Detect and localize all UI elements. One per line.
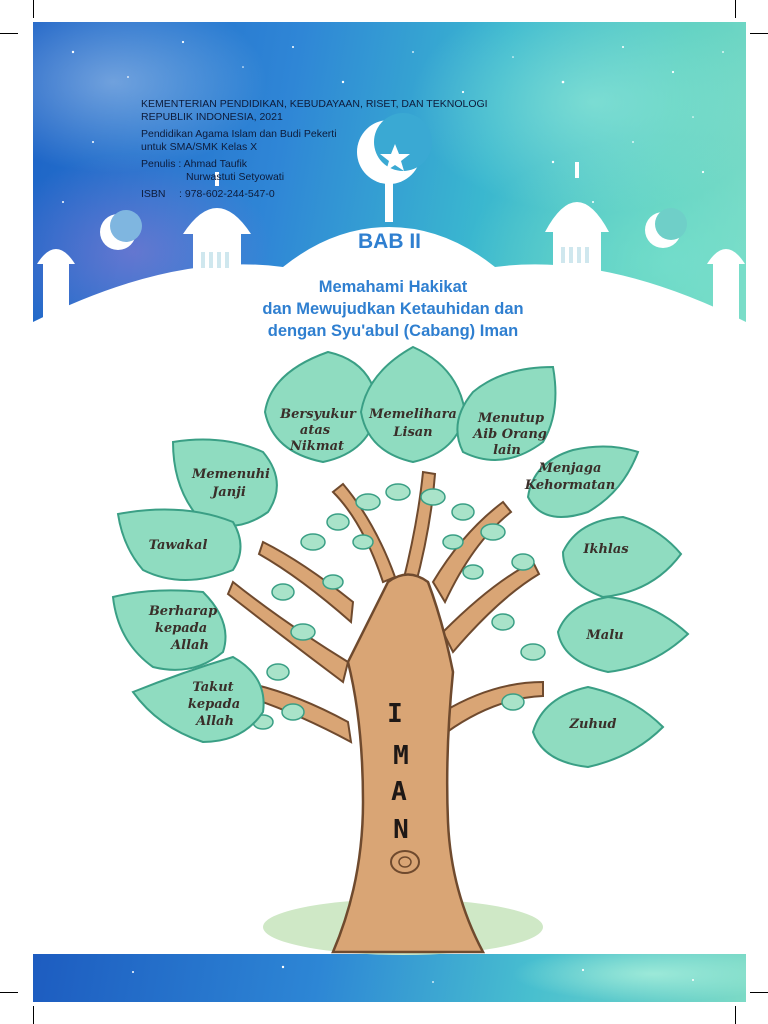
cover-illustration: I M A N Bersyukur atas [33, 40, 746, 983]
leaf-label: Bersyukur [279, 407, 357, 422]
chapter-title-line: dan Mewujudkan Ketauhidan dan [262, 300, 524, 318]
co-author-line: Nurwastuti Setyowati [186, 170, 285, 183]
publication-info: KEMENTERIAN PENDIDIKAN, KEBUDAYAAN, RISE… [141, 98, 521, 201]
leaf-ikhlas [561, 515, 683, 599]
leaf-zuhud [531, 685, 665, 769]
leaf-label: Allah [169, 638, 209, 653]
leaf-label: Kehormatan [524, 478, 615, 493]
crop-mark-right-top [750, 33, 768, 34]
crop-mark-top-left [33, 0, 34, 18]
leaf-label: Aib Orang [471, 427, 547, 442]
trunk-letter: N [393, 815, 409, 845]
leaf-labels: Bersyukur atas Nikmat Memelihara Lisan M… [148, 407, 629, 732]
isbn-value: : 978-602-244-547-0 [179, 188, 275, 200]
leaf-berharap [111, 589, 227, 671]
leaf-label: Zuhud [569, 717, 617, 732]
leaf-menjaga [526, 445, 640, 518]
small-crescent-right-icon [645, 208, 687, 248]
crop-mark-right-bottom [750, 992, 768, 993]
chapter-title-line: dengan Syu'abul (Cabang) Iman [267, 322, 519, 340]
chapter-title: Memahami Hakikat dan Mewujudkan Ketauhid… [133, 276, 653, 342]
subject-line: Pendidikan Agama Islam dan Budi Pekerti [141, 128, 337, 140]
leaf-label: Allah [194, 714, 234, 729]
crop-mark-left-top [0, 33, 18, 34]
big-leaves [111, 345, 690, 769]
leaf-takut [131, 655, 265, 744]
mosque-window-details [201, 247, 589, 268]
grade-line: untuk SMA/SMK Kelas X [141, 140, 258, 153]
stars [62, 40, 724, 983]
leaf-label: Menjaga [538, 461, 602, 476]
leaf-label: Nikmat [289, 439, 344, 454]
tree-illustration: I M A N Bersyukur atas [111, 345, 690, 955]
leaf-label: atas [300, 423, 331, 438]
crop-mark-left-bottom [0, 992, 18, 993]
crop-mark-top-right [735, 0, 736, 18]
tree-trunk [331, 573, 486, 954]
chapter-title-line: Memahami Hakikat [318, 278, 468, 296]
crescent-moon-star-icon [357, 113, 432, 184]
tree-knot [390, 850, 420, 874]
ministry-line: KEMENTERIAN PENDIDIKAN, KEBUDAYAAN, RISE… [141, 98, 488, 110]
leaf-label: Memelihara [368, 407, 457, 422]
leaf-label: lain [493, 443, 521, 458]
mosque-silhouette [33, 162, 746, 362]
leaf-label: kepada [188, 697, 240, 712]
small-crescent-left-icon [100, 210, 142, 250]
crop-mark-bottom-right [735, 1006, 736, 1024]
isbn-label: ISBN [141, 188, 166, 200]
leaf-menutup [456, 365, 557, 461]
trunk-letter: I [387, 699, 403, 729]
chapter-label: BAB II [358, 230, 421, 253]
leaf-label: Janji [209, 485, 246, 500]
leaf-label: Berharap [148, 604, 217, 619]
sky-footer-band [33, 954, 746, 1002]
book-cover-page: I M A N Bersyukur atas [33, 22, 746, 1002]
leaf-label: Takut [192, 680, 233, 695]
trunk-letter: A [391, 777, 407, 807]
crop-mark-bottom-left [33, 1006, 34, 1024]
leaf-label: Memenuhi [191, 467, 270, 482]
leaf-tawakal [116, 508, 242, 581]
trunk-letter: M [393, 741, 409, 771]
leaf-label: Malu [585, 628, 623, 643]
leaf-label: Tawakal [149, 538, 208, 553]
leaf-label: Ikhlas [582, 542, 629, 557]
leaf-label: Menutup [477, 411, 544, 426]
leaf-label: Lisan [392, 425, 432, 440]
isbn-line: ISBN : 978-602-244-547-0 [141, 188, 521, 201]
trunk-letters: I M A N [387, 699, 409, 845]
author-line: Penulis : Ahmad Taufik [141, 158, 248, 170]
leaf-label: kepada [155, 621, 207, 636]
ministry-year-line: REPUBLIK INDONESIA, 2021 [141, 110, 283, 123]
leaf-memelihara [359, 345, 467, 464]
leaf-memenuhi [171, 438, 278, 527]
leaf-malu [556, 595, 690, 674]
foliage [252, 483, 566, 731]
